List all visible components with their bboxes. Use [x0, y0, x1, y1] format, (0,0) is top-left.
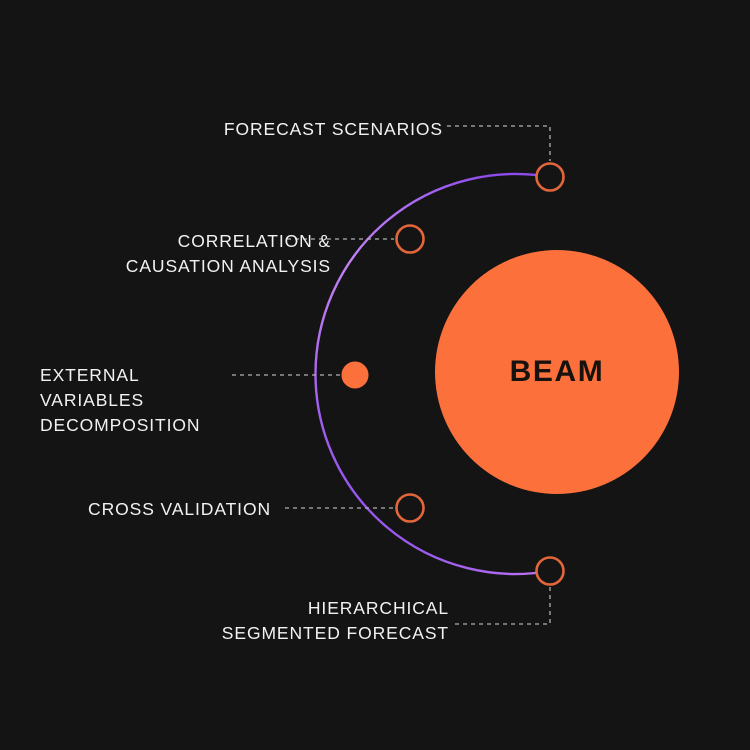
node-hierarchical-segmented-forecast[interactable]: [535, 556, 565, 586]
label-forecast-scenarios[interactable]: FORECAST SCENARIOS: [223, 119, 443, 139]
label-correlation-causation-analysis[interactable]: CORRELATION & CAUSATION ANALYSIS: [125, 231, 331, 276]
label-external-variables-decomposition[interactable]: EXTERNAL VARIABLES DECOMPOSITION: [40, 365, 201, 435]
beam-hub-circle[interactable]: [435, 250, 679, 494]
node-external-variables-decomposition[interactable]: [341, 361, 369, 389]
label-cross-validation[interactable]: CROSS VALIDATION: [88, 499, 271, 519]
node-forecast-scenarios[interactable]: [535, 162, 565, 192]
label-hierarchical-segmented-forecast[interactable]: HIERARCHICAL SEGMENTED FORECAST: [221, 598, 449, 643]
connector-hierarchical-segmented: [452, 587, 551, 625]
connector-forecast-scenarios: [447, 125, 551, 161]
node-cross-validation[interactable]: [395, 493, 425, 523]
node-correlation-causation-analysis[interactable]: [395, 224, 425, 254]
orbit-arc: [314, 172, 552, 576]
